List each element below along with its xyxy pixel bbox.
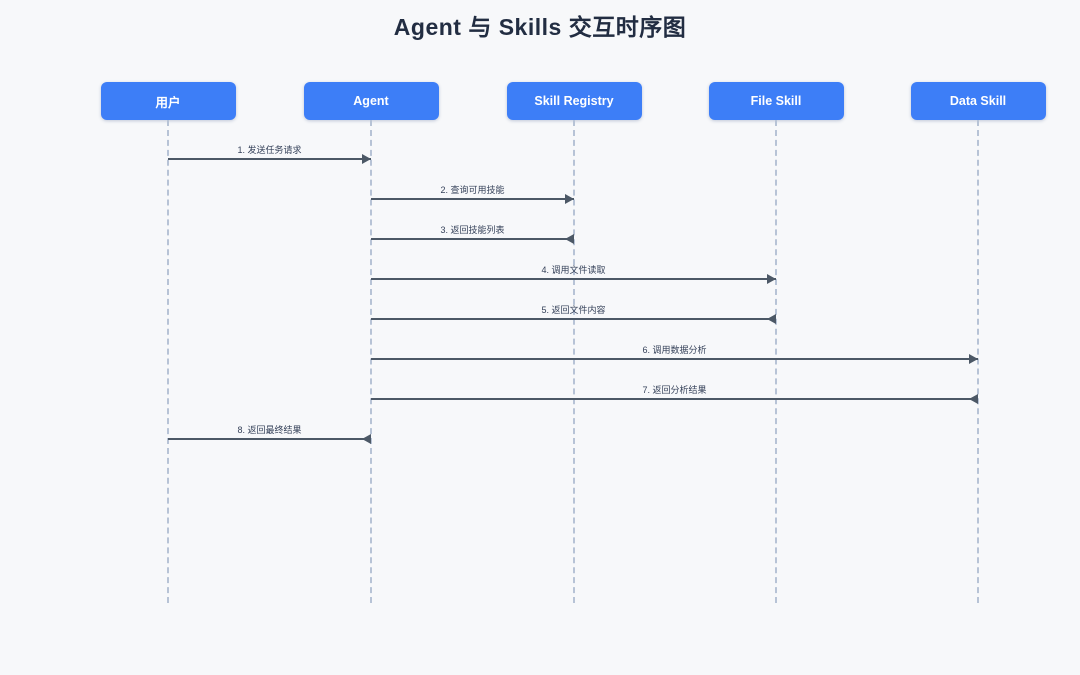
message-label-1: 1. 发送任务请求: [237, 145, 302, 155]
message-line-8: [168, 438, 371, 440]
message-line-4: [371, 278, 776, 280]
message-label-2: 2. 查询可用技能: [440, 185, 505, 195]
message-line-1: [168, 158, 371, 160]
arrowhead-left-icon: [565, 234, 574, 244]
message-line-3: [371, 238, 574, 240]
arrowhead-right-icon: [969, 354, 978, 364]
message-label-4: 4. 调用文件读取: [541, 265, 606, 275]
lifeline-agent: [370, 120, 372, 603]
lifeline-skill-registry: [573, 120, 575, 603]
arrowhead-left-icon: [969, 394, 978, 404]
message-line-2: [371, 198, 574, 200]
arrowhead-right-icon: [565, 194, 574, 204]
message-label-3: 3. 返回技能列表: [440, 225, 505, 235]
message-label-7: 7. 返回分析结果: [642, 385, 707, 395]
actor-skill-registry: Skill Registry: [506, 82, 642, 120]
lifeline-file-skill: [775, 120, 777, 603]
arrowhead-left-icon: [767, 314, 776, 324]
message-line-7: [371, 398, 978, 400]
actor-label: File Skill: [750, 94, 802, 108]
arrowhead-right-icon: [767, 274, 776, 284]
diagram-title: Agent 与 Skills 交互时序图: [393, 14, 687, 40]
message-line-5: [371, 318, 776, 320]
message-line-6: [371, 358, 978, 360]
actor-data-skill: Data Skill: [910, 82, 1046, 120]
actor-label: Data Skill: [949, 94, 1007, 108]
lifeline-user: [167, 120, 169, 603]
message-label-6: 6. 调用数据分析: [642, 345, 707, 355]
actor-agent: Agent: [303, 82, 439, 120]
actor-user: 用户: [100, 82, 236, 120]
arrowhead-right-icon: [362, 154, 371, 164]
message-label-8: 8. 返回最终结果: [237, 425, 302, 435]
actor-label: 用户: [155, 95, 181, 110]
lifeline-data-skill: [977, 120, 979, 603]
arrowhead-left-icon: [362, 434, 371, 444]
actor-file-skill: File Skill: [708, 82, 844, 120]
message-label-5: 5. 返回文件内容: [541, 305, 606, 315]
actor-label: Skill Registry: [534, 94, 614, 108]
actor-label: Agent: [353, 94, 389, 108]
